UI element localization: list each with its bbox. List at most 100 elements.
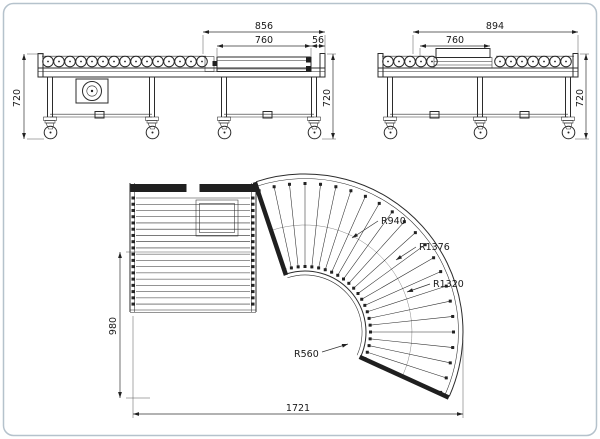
- roller-axle-dot: [431, 60, 433, 63]
- caster-plate: [44, 120, 56, 124]
- roller-hub: [131, 302, 135, 306]
- roller-hub: [131, 265, 135, 269]
- straight-roller-set: [131, 196, 255, 306]
- dim-label-720-left: 720: [12, 89, 23, 107]
- roller-hub: [310, 265, 314, 269]
- curve-roller: [311, 182, 321, 269]
- roller-hub: [251, 202, 255, 206]
- roller-hub: [352, 286, 356, 290]
- roller-row: [382, 55, 438, 68]
- roller-hub: [131, 290, 135, 294]
- roller-hub: [287, 182, 291, 186]
- roller-hub: [251, 283, 255, 287]
- roller-hub: [323, 268, 327, 272]
- curved-roller-fan: [252, 173, 464, 400]
- dim-label-894: 894: [486, 21, 504, 32]
- stretcher-box: [429, 111, 440, 119]
- gearbox-housing: [75, 78, 109, 104]
- curve-roller: [365, 285, 448, 313]
- motor-shaft-dot: [90, 89, 94, 93]
- dim-label-760-b: 760: [446, 35, 464, 46]
- foot-plate: [43, 116, 57, 121]
- dim-label-856: 856: [255, 21, 273, 32]
- roller-hub: [272, 185, 276, 189]
- roller: [196, 55, 208, 68]
- roller-hub: [131, 196, 135, 200]
- roller-hub: [251, 221, 255, 225]
- roller-hub: [423, 243, 427, 247]
- curve-roller: [330, 194, 367, 274]
- conveyor-frame-rail: [377, 67, 579, 78]
- caster-plate: [146, 120, 158, 124]
- roller-row: [494, 55, 572, 68]
- dim-arrowhead: [118, 252, 122, 258]
- roller-axle-dot: [91, 60, 93, 63]
- caster-wheel: [307, 125, 322, 140]
- end-plate-left: [37, 53, 44, 78]
- caster-plate: [474, 120, 486, 124]
- dim-arrowhead: [396, 255, 403, 260]
- radius-label-r560: R560: [294, 349, 319, 360]
- drive-unit-box-inner: [199, 203, 235, 233]
- roller-axle-dot: [69, 60, 71, 63]
- roller-hub: [251, 252, 255, 256]
- dim-arrowhead: [319, 44, 325, 48]
- caster-hub: [49, 131, 52, 134]
- roller-hub: [131, 283, 135, 287]
- roller-hub: [251, 233, 255, 237]
- foot-plate: [383, 116, 397, 121]
- caster-plate: [562, 120, 574, 124]
- roller-hub: [251, 208, 255, 212]
- roller-row: [42, 55, 208, 68]
- roller-hub: [432, 256, 436, 260]
- motor-face-outer: [82, 81, 102, 101]
- end-plate-right: [572, 53, 579, 78]
- radius-label-r940: R940: [381, 216, 406, 227]
- legs-and-casters: [43, 77, 322, 140]
- roller-hub: [347, 281, 351, 285]
- dim-label-720-a-right: 720: [322, 89, 333, 107]
- centerline-arc: [271, 224, 413, 376]
- center-section: [433, 57, 493, 69]
- motor-face-inner: [86, 85, 98, 97]
- curve-roller: [289, 182, 299, 269]
- foot-plate: [473, 116, 487, 121]
- roller-hub: [365, 350, 369, 354]
- roller-hub: [336, 273, 340, 277]
- roller-hub: [131, 221, 135, 225]
- caster-wheel: [383, 125, 398, 140]
- dim-label-1721: 1721: [286, 403, 310, 414]
- roller-axle-dot: [113, 60, 115, 63]
- caster-hub: [313, 131, 316, 134]
- roller-axle-dot: [398, 60, 400, 63]
- roller-axle-dot: [510, 60, 512, 63]
- dim-arrowhead: [319, 30, 325, 34]
- roller-axle-dot: [124, 60, 126, 63]
- stretcher-box: [519, 111, 530, 119]
- roller-hub: [296, 265, 300, 269]
- roller-axle-dot: [565, 60, 567, 63]
- caster-hub: [479, 131, 482, 134]
- curve-roller: [360, 256, 436, 301]
- roller-hub: [368, 323, 372, 327]
- roller-hub: [251, 215, 255, 219]
- roller-hub: [251, 302, 255, 306]
- roller-hub: [356, 292, 360, 296]
- roller-hub: [413, 231, 417, 235]
- roller-hub: [369, 330, 372, 334]
- roller-hub: [363, 303, 367, 307]
- roller-hub: [317, 266, 321, 270]
- foot-plate: [307, 116, 321, 121]
- roller-hub: [363, 194, 367, 198]
- roller-axle-dot: [201, 60, 203, 63]
- roller-hub: [289, 266, 293, 270]
- roller-axle-dot: [190, 60, 192, 63]
- stretcher-box: [262, 111, 273, 119]
- roller-hub: [251, 227, 255, 231]
- roller-hub: [251, 196, 255, 200]
- dim-arrowhead: [352, 233, 359, 238]
- roller-hub: [251, 240, 255, 244]
- dim-arrowhead: [118, 392, 122, 398]
- mount-block: [306, 57, 311, 63]
